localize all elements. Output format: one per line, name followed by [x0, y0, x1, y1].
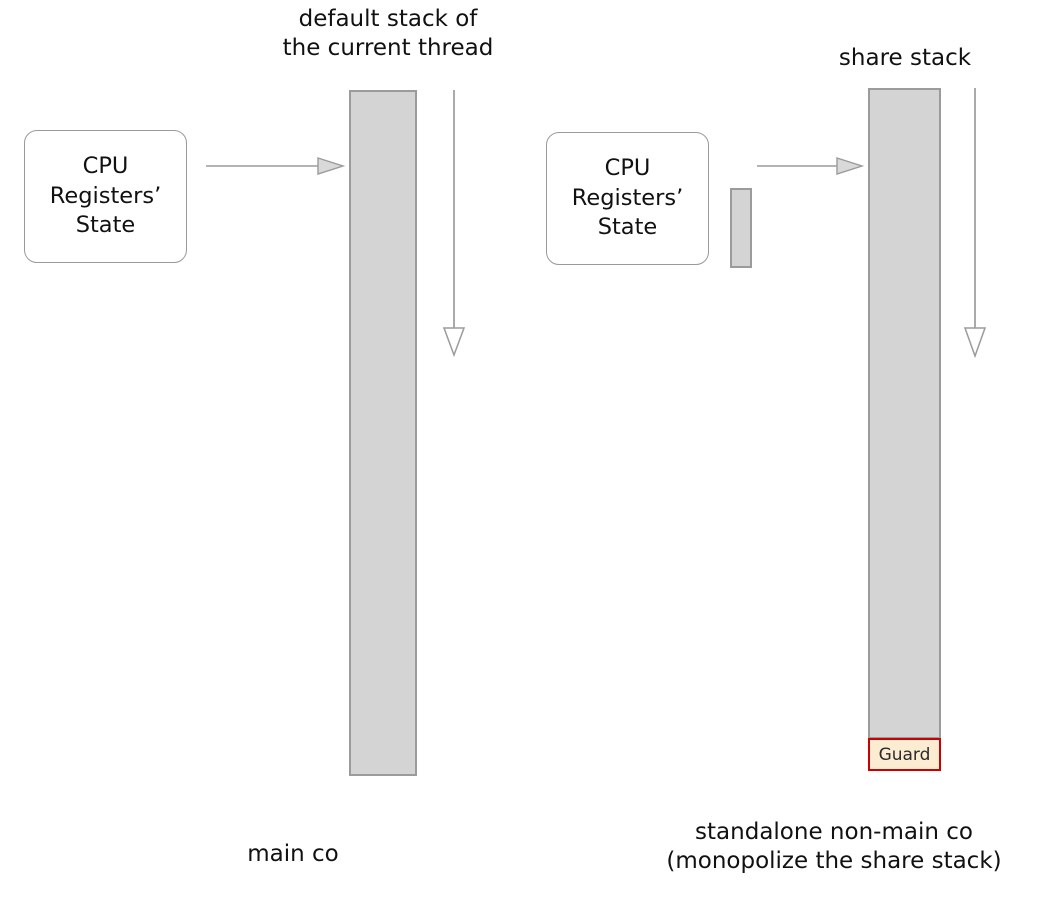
left-bottom-caption: main co [247, 841, 339, 867]
left-stack-growth-arrow [437, 90, 471, 358]
right-horizontal-arrow [757, 154, 867, 178]
guard-box: Guard [868, 738, 941, 771]
saved-stack-buffer-rect [730, 188, 752, 268]
left-stack-title: default stack of the current thread [282, 6, 494, 62]
cpu-registers-box-right: CPU Registers’ State [546, 132, 709, 265]
cpu-registers-box-right-label: CPU Registers’ State [571, 154, 684, 241]
guard-label: Guard [878, 744, 931, 765]
share-stack-rect [868, 88, 941, 739]
right-bottom-caption: standalone non-main co (monopolize the s… [666, 819, 1002, 875]
cpu-registers-box-left-label: CPU Registers’ State [49, 152, 162, 239]
left-horizontal-arrow [206, 154, 346, 178]
right-stack-title: share stack [838, 45, 972, 71]
default-stack-rect [349, 90, 417, 776]
right-stack-growth-arrow [958, 88, 992, 360]
cpu-registers-box-left: CPU Registers’ State [24, 130, 187, 263]
